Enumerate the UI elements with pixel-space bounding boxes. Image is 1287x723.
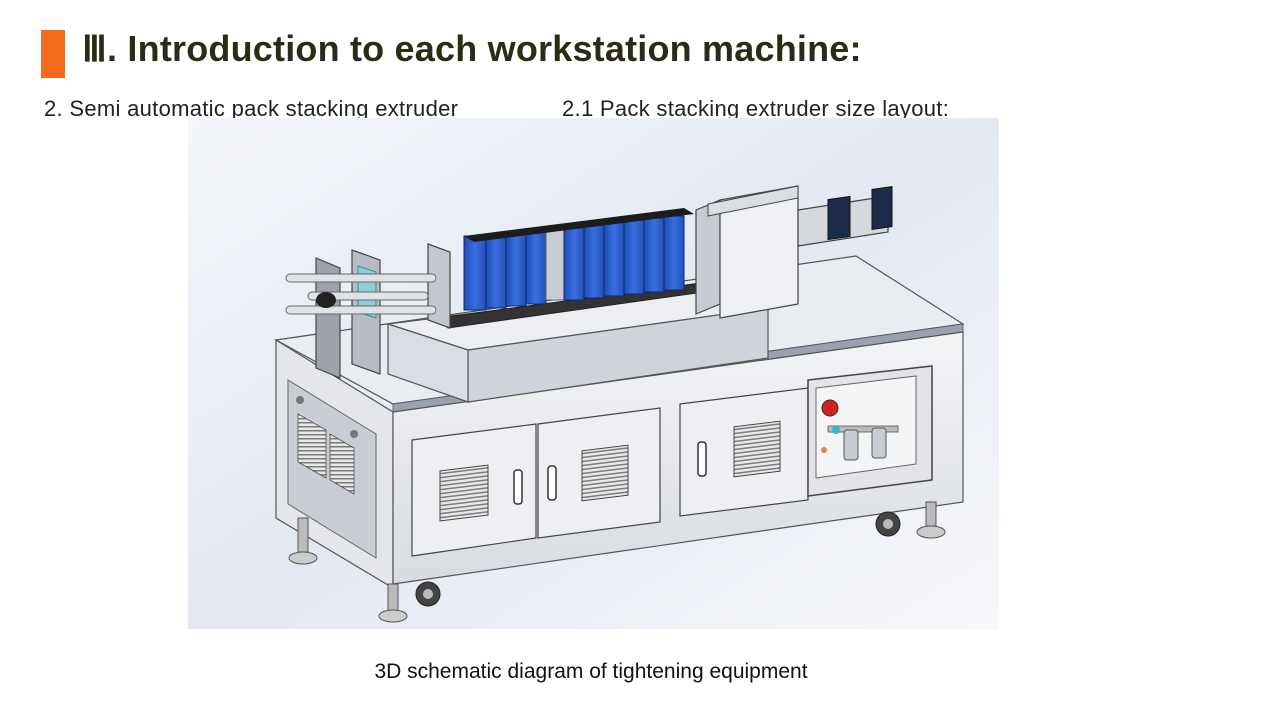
- handwheel-icon: [316, 292, 336, 308]
- air-filter-icon: [843, 429, 859, 461]
- title-accent-bar: [41, 30, 65, 78]
- page-title: Ⅲ. Introduction to each workstation mach…: [82, 28, 862, 69]
- air-filter-icon: [871, 427, 887, 459]
- figure-caption: 3D schematic diagram of tightening equip…: [0, 660, 1182, 684]
- emergency-stop-icon: [821, 399, 839, 417]
- battery-cells: [463, 208, 694, 311]
- pressure-block: [719, 185, 799, 319]
- layout-subtitle: 2.1 Pack stacking extruder size layout:: [562, 96, 950, 121]
- machine-schematic-image: [188, 118, 999, 629]
- section-subtitle: 2. Semi automatic pack stacking extruder: [44, 96, 459, 121]
- caption-text: 3D schematic diagram of tightening equip…: [374, 660, 808, 683]
